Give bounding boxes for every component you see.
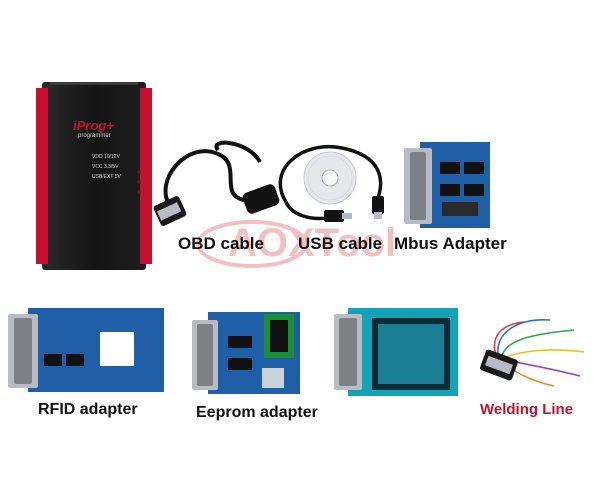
rfid-adapter-board [8, 308, 164, 392]
welding-line-label: Welding Line [480, 401, 574, 418]
usb-cable [278, 145, 384, 222]
welding-line-cable [480, 319, 585, 387]
usb-cable-label: USB cable [298, 234, 383, 253]
device-led-vdd: VDD 10/12V [92, 154, 120, 160]
aoxtool-watermark: AOXTool [196, 220, 396, 268]
device-sub-text: programmer [78, 133, 111, 139]
device-brand-text: iProg+ [73, 118, 114, 133]
socket-adapter-board [334, 308, 458, 396]
device-led-vcc: VCC 3.3/5V [92, 164, 119, 170]
eeprom-adapter-board [192, 312, 300, 394]
mbus-adapter-label: Mbus Adapter [394, 234, 507, 253]
device-led-usb: USB/EXT 5V [92, 174, 121, 180]
rfid-adapter-label: RFID adapter [38, 401, 138, 418]
eeprom-adapter-label: Eeprom adapter [196, 404, 318, 421]
mbus-adapter-board [404, 142, 490, 228]
svg-text:AOXTool: AOXTool [228, 221, 396, 265]
obd-cable-label: OBD cable [178, 234, 264, 253]
obd-cable [153, 140, 280, 226]
iprog-programmer-device [36, 82, 152, 270]
